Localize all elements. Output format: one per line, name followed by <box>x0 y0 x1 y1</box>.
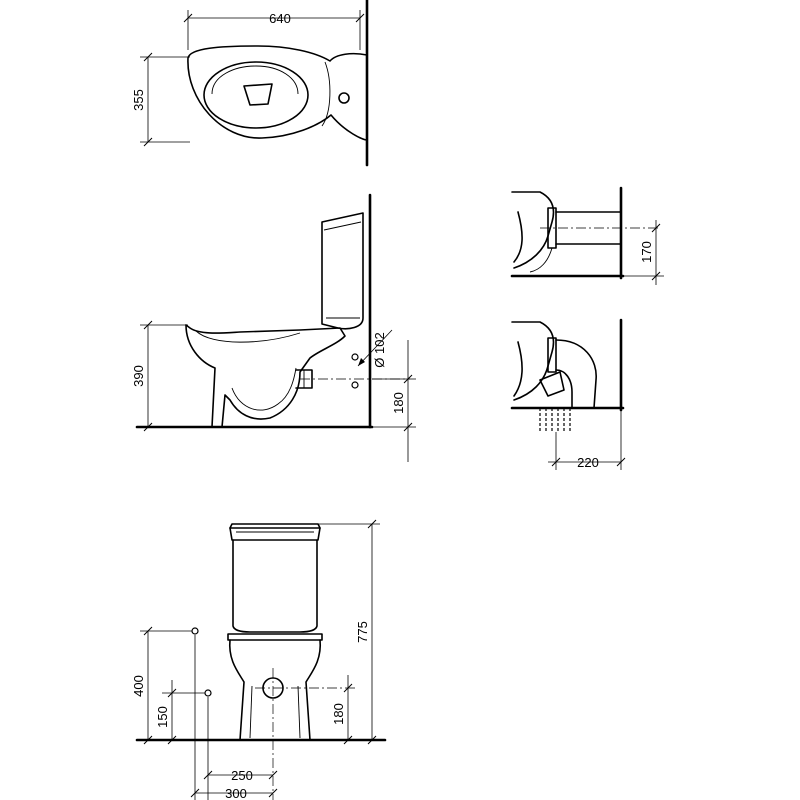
front-view-cistern-body <box>232 539 318 633</box>
top-view-seat-edge <box>321 61 331 127</box>
dim-640-tick-left <box>183 13 193 23</box>
front-view-seat <box>227 633 323 641</box>
dim-355-tick-bottom <box>143 137 153 147</box>
dim-180-side-label: 180 <box>391 392 406 414</box>
detail-2-collar <box>547 337 557 373</box>
dim-180-front-tick-bottom <box>343 735 353 745</box>
detail-2-foot <box>539 371 565 397</box>
dim-355-tick-top <box>143 52 153 62</box>
dim-102-arrow <box>358 358 365 366</box>
dim-400-tick-bottom <box>143 735 153 745</box>
side-view-fix-point-lower <box>351 381 359 389</box>
top-view-drain <box>243 83 273 106</box>
dim-170-tick-bottom <box>651 271 661 281</box>
dim-390-tick-bottom <box>143 422 153 432</box>
detail-1-collar <box>547 207 557 249</box>
dim-180-front-label: 180 <box>331 703 346 725</box>
dim-400-label: 400 <box>131 675 146 697</box>
top-view-rim <box>211 65 299 95</box>
dim-250-label: 250 <box>231 768 253 783</box>
dim-300-tick-right <box>268 788 278 798</box>
dim-400-tick-top <box>143 626 153 636</box>
dim-775-label: 775 <box>355 621 370 643</box>
dim-390-label: 390 <box>131 365 146 387</box>
front-view-cistern-lid <box>229 523 321 529</box>
dim-640-label: 640 <box>269 11 291 26</box>
side-view-bowl-front <box>185 324 216 428</box>
detail-2-bowl <box>511 321 555 401</box>
front-view-inlet-point <box>191 627 199 635</box>
flush-button <box>338 92 350 104</box>
dim-640-tick-right <box>355 13 365 23</box>
top-view-outline <box>187 45 368 141</box>
front-view: 775 400 150 180 250 300 <box>131 519 387 800</box>
dim-180-side-tick-top <box>403 374 413 384</box>
detail-2-bowl-inner <box>513 341 523 397</box>
detail-1-foot <box>529 247 553 273</box>
dim-250-tick-left <box>203 770 213 780</box>
side-view-fix-point-upper <box>351 353 359 361</box>
dim-390-tick-top <box>143 320 153 330</box>
dim-102-label: Ø 102 <box>372 332 387 367</box>
top-view: 640 355 <box>131 0 369 167</box>
dim-220-tick-left <box>551 457 561 467</box>
dim-250-tick-right <box>268 770 278 780</box>
dim-180-front-tick-top <box>343 683 353 693</box>
dim-300-tick-left <box>190 788 200 798</box>
dim-300-label: 300 <box>225 786 247 800</box>
front-view-pedestal-left-inner <box>249 685 253 739</box>
front-view-cistern-top <box>229 527 321 541</box>
top-view-bowl-inner <box>203 61 309 129</box>
dim-775-tick-bottom <box>367 735 377 745</box>
dim-170-tick-top <box>651 223 661 233</box>
front-view-pedestal-right-inner <box>297 685 301 739</box>
side-view-cistern <box>321 212 364 330</box>
detail-wall-outlet: 170 <box>510 186 664 285</box>
front-view-fix-point <box>204 689 212 697</box>
side-view-bowl-rim <box>195 330 301 343</box>
dim-220-label: 220 <box>577 455 599 470</box>
detail-1-bowl <box>511 191 555 269</box>
dim-150-label: 150 <box>155 706 170 728</box>
front-view-pedestal-right-outer <box>305 639 322 741</box>
dim-102-leader <box>357 329 393 367</box>
detail-floor-outlet: 220 <box>510 318 626 470</box>
dim-150-tick-top <box>167 688 177 698</box>
side-view-trap <box>231 367 297 411</box>
dim-170-label: 170 <box>639 241 654 263</box>
dim-220-tick-right <box>616 457 626 467</box>
dim-775-tick-top <box>367 519 377 529</box>
side-view-bowl <box>185 324 346 428</box>
detail-2-elbow-inner <box>555 369 573 409</box>
side-view: 390 Ø 102 180 <box>131 193 416 462</box>
detail-1-pipe <box>555 211 622 245</box>
detail-2-elbow-outer <box>555 339 597 409</box>
dim-150-tick-bottom <box>167 735 177 745</box>
detail-1-bowl-inner <box>513 211 523 263</box>
dim-355-label: 355 <box>131 89 146 111</box>
side-view-cistern-lid <box>323 221 362 231</box>
front-view-pedestal-left-outer <box>228 639 245 741</box>
